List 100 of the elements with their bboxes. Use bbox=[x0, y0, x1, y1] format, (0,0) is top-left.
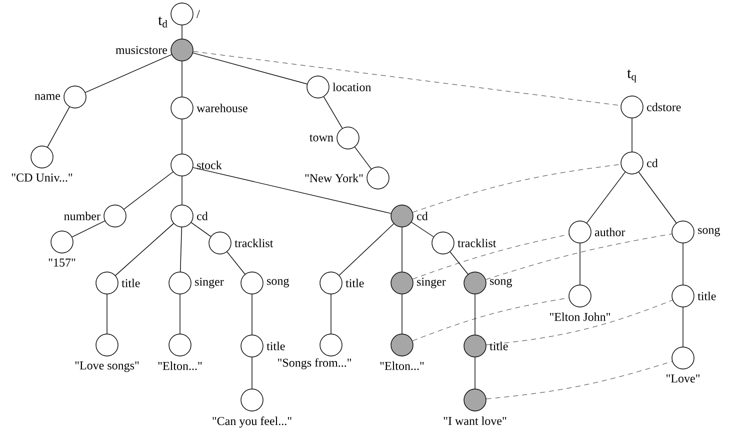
node-label: title bbox=[266, 342, 285, 350]
tree-edge bbox=[72, 220, 106, 238]
tree-edge bbox=[190, 222, 212, 237]
node-label: stock bbox=[197, 160, 222, 170]
tree-node bbox=[366, 166, 390, 190]
node-label: singer bbox=[417, 278, 446, 288]
tree-edge bbox=[192, 52, 308, 84]
tree-edge bbox=[106, 294, 108, 334]
node-label: title bbox=[346, 278, 364, 288]
tree-node bbox=[306, 76, 330, 98]
tree-node bbox=[50, 230, 74, 254]
tree-node bbox=[672, 346, 694, 370]
tree-edge bbox=[47, 106, 70, 148]
tree-edge bbox=[338, 223, 394, 276]
tree-node bbox=[390, 204, 414, 228]
node-label: cd bbox=[417, 212, 428, 220]
dashed-line bbox=[486, 234, 672, 280]
node-label: cd bbox=[647, 158, 658, 168]
tree-edge bbox=[682, 307, 684, 347]
node-label: warehouse bbox=[196, 104, 248, 112]
tree-node bbox=[96, 334, 118, 356]
tree-edge bbox=[192, 167, 392, 214]
tree-node bbox=[170, 204, 194, 228]
tree-node bbox=[64, 86, 86, 108]
tree-node bbox=[672, 284, 694, 308]
tree-node bbox=[170, 2, 194, 26]
node-label: cd bbox=[197, 212, 208, 220]
node-label: "Elton..." bbox=[380, 362, 424, 370]
tree-node bbox=[170, 154, 194, 176]
tree-node bbox=[104, 204, 126, 228]
node-label: cdstore bbox=[647, 102, 681, 112]
node-label: "Love songs" bbox=[75, 362, 139, 372]
node-label: location bbox=[332, 82, 372, 92]
tree-edge bbox=[474, 294, 476, 335]
tree-node bbox=[240, 334, 264, 358]
tree-node bbox=[30, 146, 54, 168]
dashed-line bbox=[486, 361, 672, 400]
node-label: "I want love" bbox=[444, 416, 506, 425]
tree-edge bbox=[124, 172, 174, 210]
node-label: song bbox=[267, 278, 289, 288]
tree-node bbox=[620, 152, 644, 174]
node-label: "Elton..." bbox=[158, 362, 202, 370]
tree-node bbox=[464, 388, 486, 412]
node-label: song bbox=[698, 228, 720, 236]
tree-node bbox=[240, 388, 264, 412]
dashed-line bbox=[486, 300, 673, 346]
node-label: town bbox=[310, 134, 334, 142]
dashed-line bbox=[412, 164, 621, 212]
node-label: singer bbox=[195, 278, 224, 288]
node-label: number bbox=[64, 212, 100, 220]
tree-edge bbox=[474, 356, 476, 389]
tree-node bbox=[168, 334, 192, 356]
tree-node bbox=[96, 272, 118, 294]
tree-node bbox=[568, 220, 592, 244]
tree-node bbox=[390, 272, 414, 294]
tree-node bbox=[390, 334, 414, 356]
tree-node bbox=[170, 38, 194, 62]
tree-edge bbox=[586, 172, 626, 224]
tree-edge bbox=[450, 252, 468, 274]
node-label: "Elton John" bbox=[550, 312, 610, 321]
tree-node bbox=[620, 96, 644, 118]
node-label: "157" bbox=[48, 258, 76, 267]
dashed-line bbox=[412, 298, 569, 342]
tree-node bbox=[464, 272, 486, 294]
dashed-line bbox=[412, 234, 570, 280]
tree-edge bbox=[638, 172, 677, 224]
tree-node bbox=[336, 126, 360, 150]
tree-node bbox=[320, 272, 342, 294]
tree-node bbox=[432, 232, 454, 254]
node-label: author bbox=[594, 228, 626, 236]
tree-node bbox=[464, 334, 486, 358]
tree-edge bbox=[682, 243, 684, 285]
tree-edge bbox=[85, 54, 172, 93]
tree-edge bbox=[115, 223, 174, 276]
node-label: / bbox=[196, 10, 200, 18]
node-label: "Can you feel..." bbox=[212, 416, 292, 428]
tree-node bbox=[170, 96, 194, 120]
node-label: tracklist bbox=[234, 238, 274, 248]
node-label: "New York" bbox=[305, 174, 363, 182]
node-label: name bbox=[34, 94, 60, 100]
tree-node bbox=[240, 272, 264, 294]
tree-edge bbox=[226, 252, 246, 274]
node-label: title bbox=[490, 342, 508, 350]
tree-node bbox=[320, 334, 342, 356]
node-label: musicstore bbox=[116, 46, 168, 54]
tree-edge bbox=[354, 146, 372, 170]
tree-node bbox=[168, 272, 192, 294]
tree-name: t$_{d}$ bbox=[158, 16, 168, 28]
node-label: tracklist bbox=[458, 238, 496, 248]
tree-edge bbox=[330, 294, 332, 334]
node-label: title bbox=[122, 278, 140, 288]
tree-node bbox=[208, 232, 232, 254]
node-label: title bbox=[698, 292, 716, 300]
tree-edge bbox=[180, 226, 182, 272]
tree-node bbox=[568, 284, 592, 308]
tree-edge bbox=[411, 222, 434, 238]
tree-edge bbox=[323, 96, 343, 129]
node-label: "Songs from..." bbox=[278, 358, 352, 370]
dashed-line bbox=[193, 51, 621, 106]
node-label: "Love" bbox=[666, 374, 700, 382]
